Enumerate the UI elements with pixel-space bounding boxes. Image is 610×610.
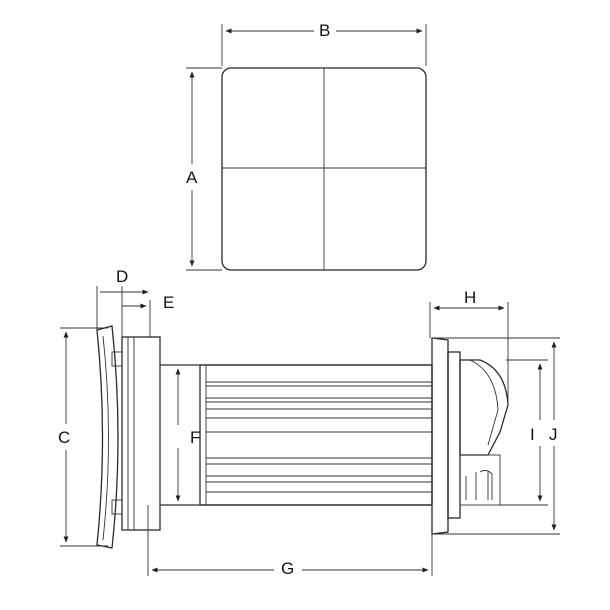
dimension-a: A xyxy=(186,67,222,271)
dimension-j: J xyxy=(432,337,560,535)
label-e: E xyxy=(163,293,174,312)
label-j: J xyxy=(549,425,558,444)
label-g: G xyxy=(281,559,294,578)
label-h: H xyxy=(464,288,476,307)
label-d: D xyxy=(116,267,128,286)
side-tube-body xyxy=(160,364,433,506)
label-b: B xyxy=(319,21,330,40)
dimension-d: D xyxy=(96,267,149,337)
label-a: A xyxy=(186,168,198,187)
dimension-i: I xyxy=(500,359,548,506)
side-outer-hood xyxy=(431,337,509,535)
label-f: F xyxy=(190,428,200,447)
dimension-e: E xyxy=(122,293,174,337)
side-mounting-flange xyxy=(111,336,161,531)
dimension-f: F xyxy=(170,364,204,506)
dimension-b: B xyxy=(221,21,427,66)
label-i: I xyxy=(530,425,535,444)
front-view-panel xyxy=(221,67,427,271)
side-front-cover xyxy=(96,325,119,549)
dimension-g: G xyxy=(147,505,433,578)
dimension-c: C xyxy=(58,327,108,547)
label-c: C xyxy=(58,428,70,447)
dimension-h: H xyxy=(429,288,509,405)
